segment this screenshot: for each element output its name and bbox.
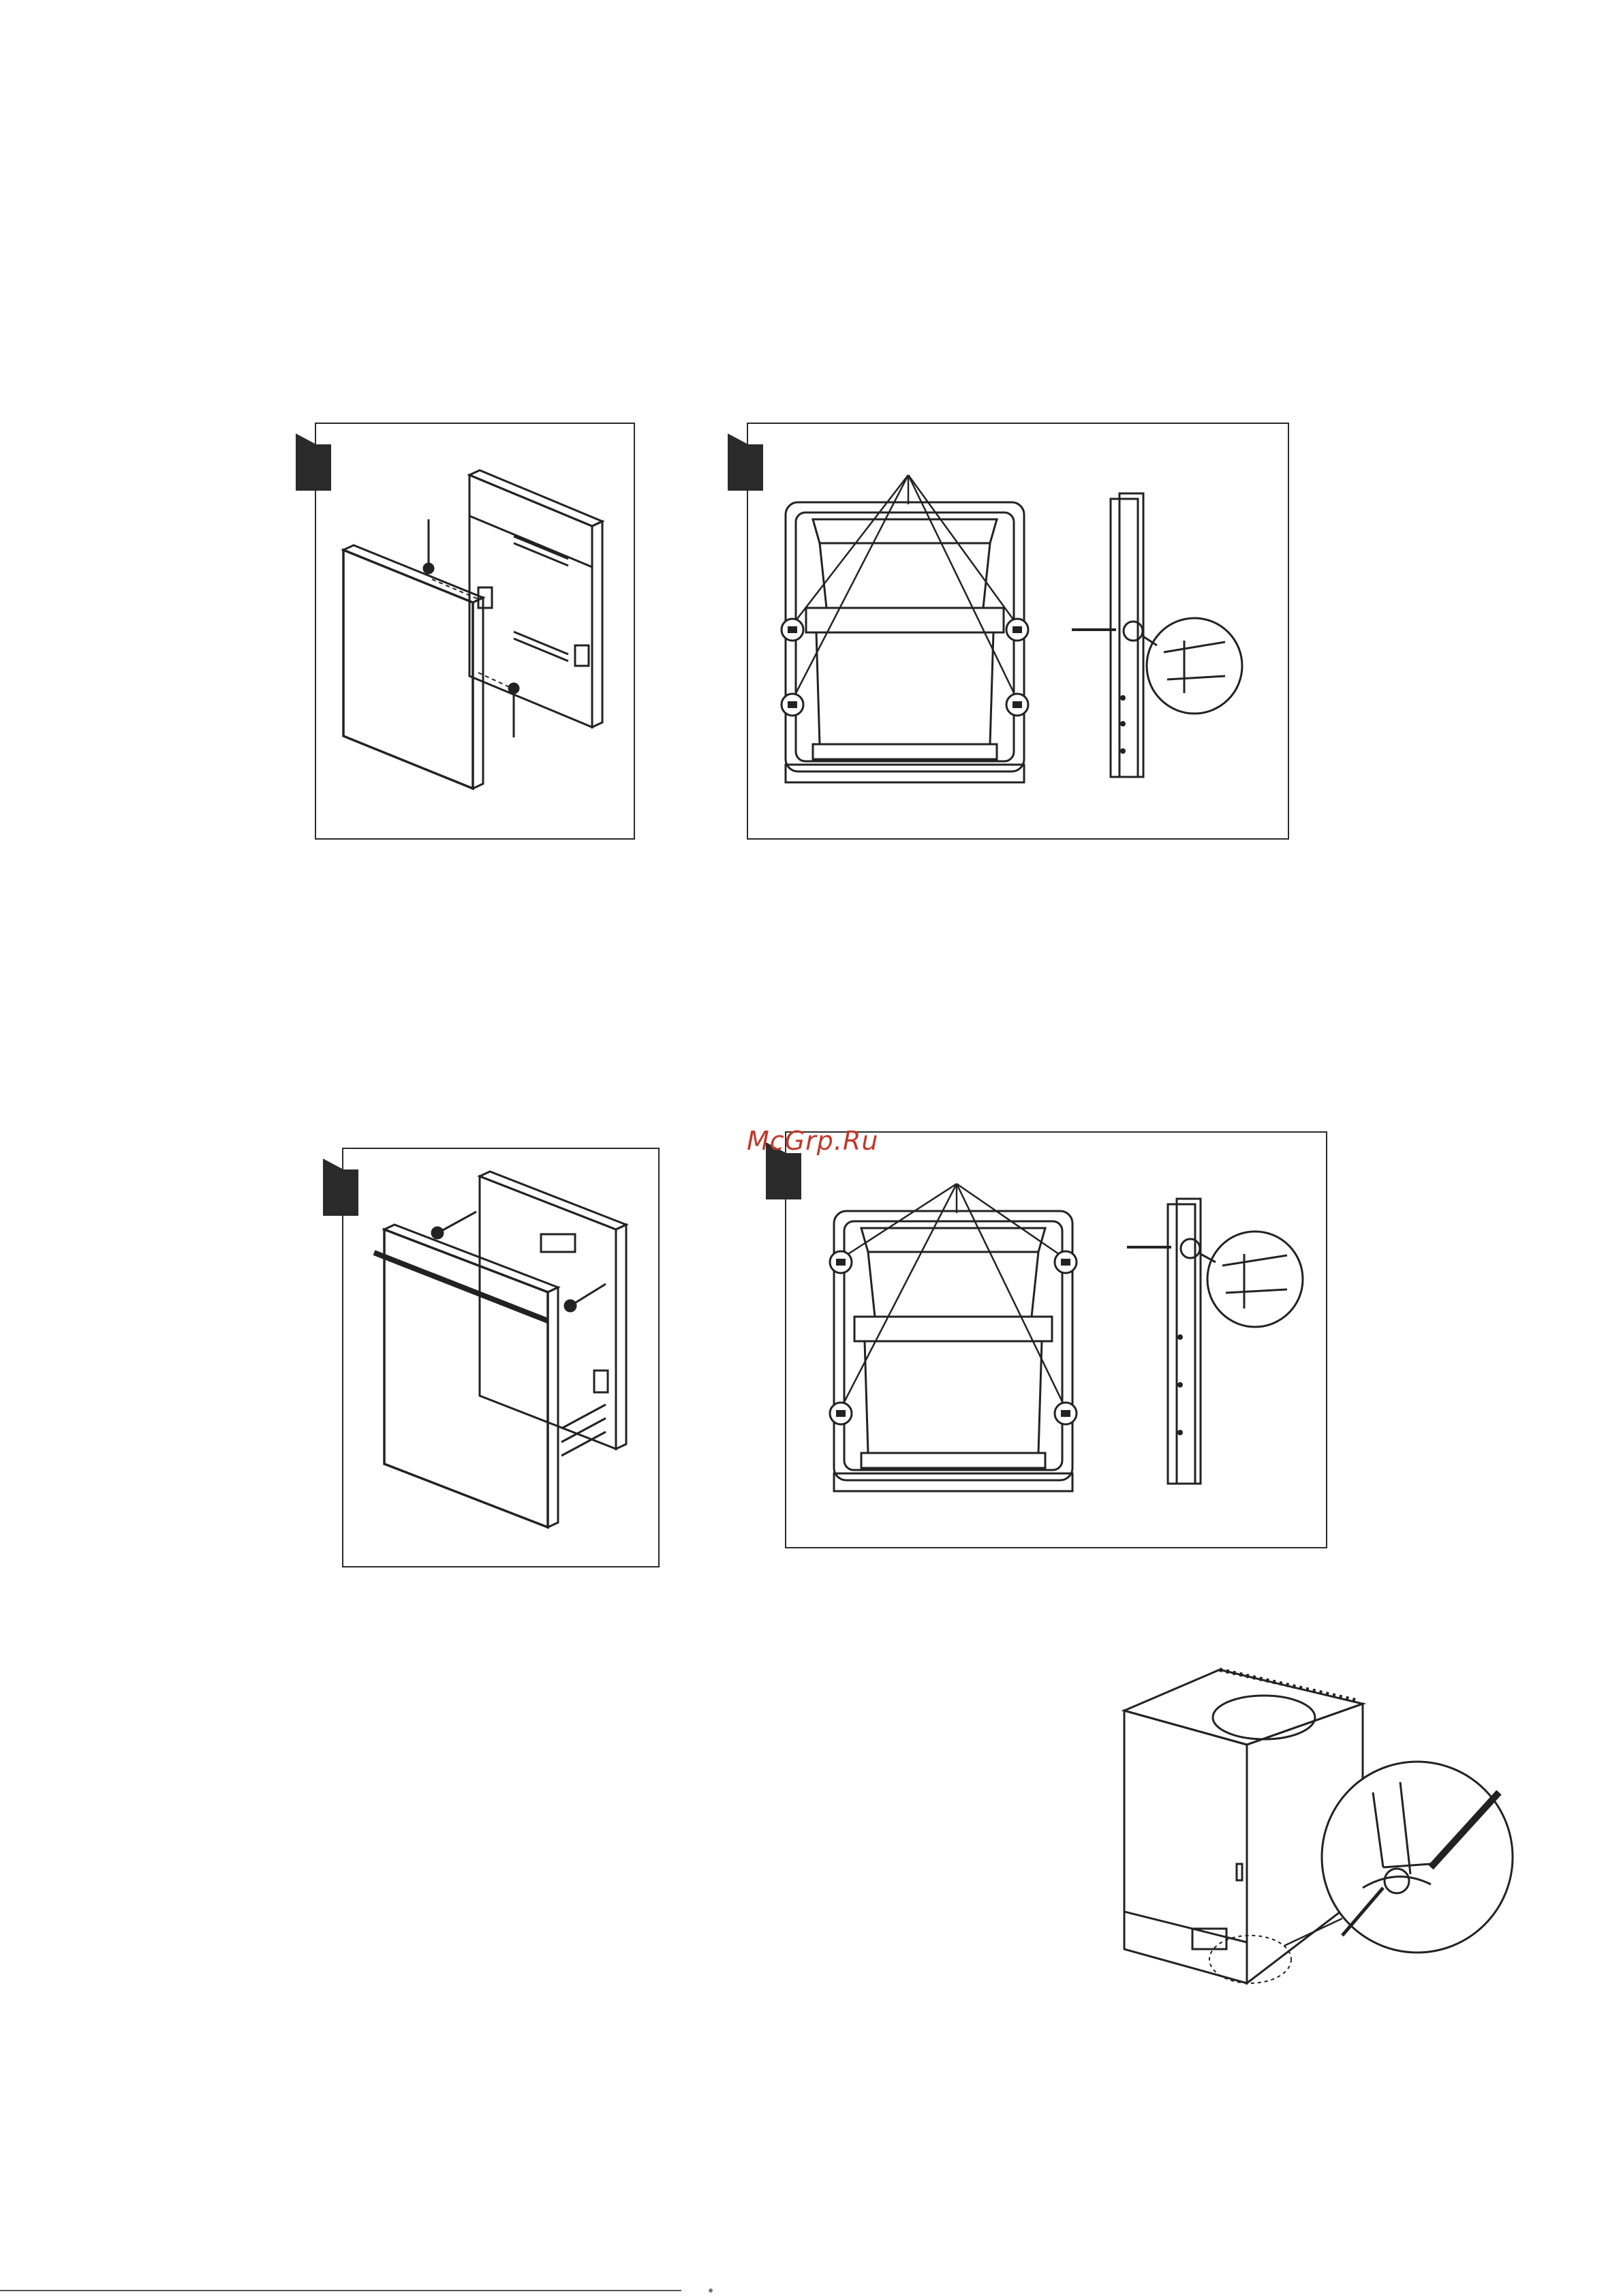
dishwasher-spring-adjustment-illustration [1111,1663,1519,2017]
footer-mark [709,2289,713,2293]
door-inner-front-view [748,424,1290,841]
figure-panel-3 [342,1148,660,1567]
door-with-handle-illustration [343,1149,661,1569]
figure-panel-1 [315,423,635,840]
figure-panel-2 [747,423,1289,840]
door-inner-front-view-2 [786,1133,1329,1550]
figure-panel-4 [785,1131,1327,1548]
footer-rule [0,2290,681,2291]
door-panel-illustration [316,424,636,841]
watermark-text: McGrp.Ru [747,1126,878,1156]
